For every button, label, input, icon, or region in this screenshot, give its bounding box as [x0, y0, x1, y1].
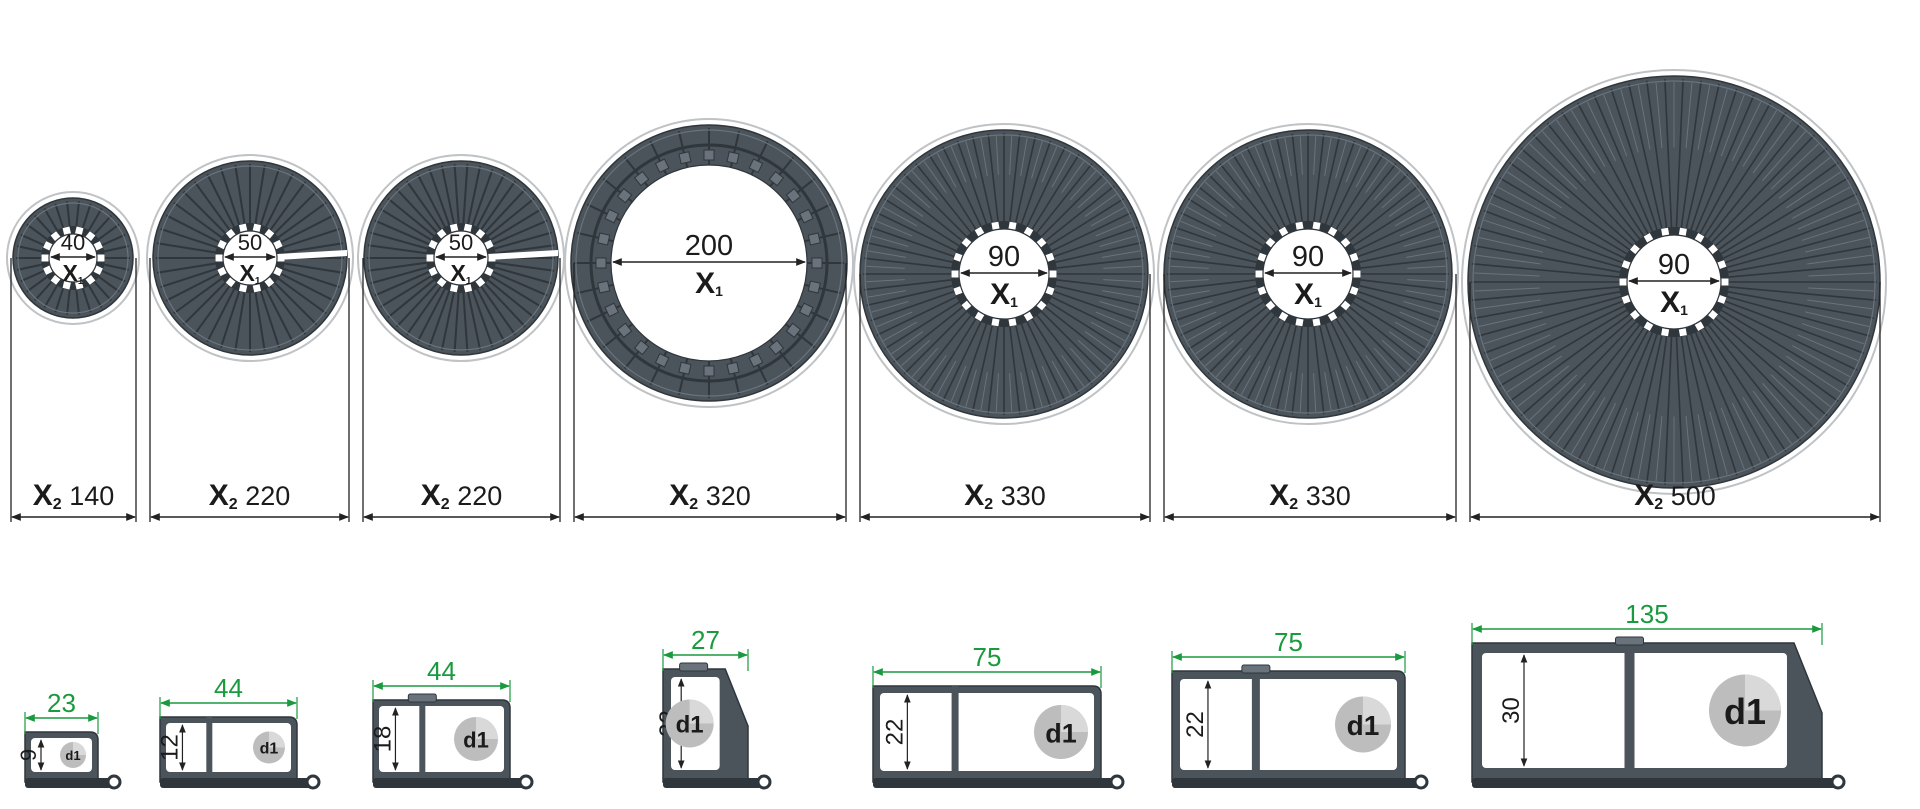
- inner-diameter-label: 200: [685, 230, 733, 262]
- height-label: 22: [881, 719, 908, 746]
- height-label: 30: [1498, 697, 1525, 724]
- height-label: 18: [369, 726, 396, 753]
- ring-segments: [367, 164, 555, 352]
- outer-dimension-label: X2 330: [1269, 479, 1351, 513]
- x1-symbol: X1: [240, 260, 261, 287]
- inner-diameter-label: 90: [1292, 241, 1324, 273]
- width-label: 75: [1274, 627, 1303, 657]
- width-label: 44: [427, 656, 456, 686]
- profile-divider: [419, 700, 426, 778]
- ring-slot: [488, 250, 558, 260]
- profile-rail: [663, 778, 766, 788]
- outer-dimension-label: X2 220: [209, 479, 291, 513]
- cable-diameter-badge-icon: d1: [60, 742, 86, 768]
- profile-divider: [951, 686, 959, 778]
- profile-pin: [1830, 774, 1846, 790]
- profile-divider: [1624, 643, 1635, 778]
- profile-opening: [1180, 679, 1397, 770]
- width-label: 44: [214, 673, 243, 703]
- width-label: 75: [973, 642, 1002, 672]
- ring-segments: [156, 164, 344, 352]
- width-label: 23: [47, 688, 76, 718]
- profile-rail: [1172, 778, 1423, 788]
- cable-diameter-badge-icon: d1: [665, 699, 714, 748]
- inner-diameter-label: 90: [988, 241, 1020, 273]
- x1-symbol: X1: [1660, 286, 1688, 319]
- badge-label: d1: [676, 712, 704, 739]
- profile-rail: [160, 778, 315, 788]
- profile-2: 12 d1 44: [156, 673, 321, 790]
- badge-label: d1: [65, 748, 80, 763]
- profile-pin: [1413, 774, 1429, 790]
- profile-rail: [873, 778, 1119, 788]
- height-label: 9: [16, 749, 41, 761]
- badge-label: d1: [1724, 691, 1766, 732]
- cable-diameter-badge-icon: d1: [253, 731, 285, 764]
- outer-dimension-label: X2 500: [1634, 479, 1716, 513]
- inner-diameter-label: 90: [1658, 249, 1690, 281]
- profile-pin: [106, 774, 122, 790]
- profile-3: 18 d1 44: [369, 656, 534, 790]
- profile-divider: [1251, 671, 1260, 778]
- cable-diameter-badge-icon: d1: [1708, 674, 1781, 747]
- ring-segments: [863, 133, 1145, 415]
- profile-rail: [1472, 778, 1840, 788]
- x1-symbol: X1: [695, 267, 723, 300]
- profile-7: 30 d1 135: [1471, 599, 1846, 790]
- profile-diagrams: 9d12312d14418d14422d12722d17522d17530d11…: [16, 599, 1846, 790]
- ring-segments: [1471, 79, 1877, 485]
- profile-6: 22 d1 75: [1171, 627, 1429, 790]
- outer-dimension-label: X2 140: [33, 479, 115, 513]
- ring-inner-opening: [610, 164, 808, 362]
- badge-label: d1: [1347, 710, 1380, 741]
- outer-dimension-label: X2 330: [964, 479, 1046, 513]
- profile-divider: [206, 717, 213, 778]
- height-label: 12: [156, 734, 183, 761]
- ring-slot: [277, 250, 347, 260]
- ring-segments: [1167, 133, 1449, 415]
- badge-label: d1: [463, 727, 489, 752]
- profile-rail: [25, 778, 116, 788]
- profile-4: 22d127: [655, 625, 772, 790]
- profile-1: 9 d1 23: [16, 688, 122, 790]
- cable-diameter-badge-icon: d1: [1335, 696, 1391, 753]
- inner-diameter-label: 50: [449, 230, 473, 255]
- profile-pin: [756, 774, 772, 790]
- inner-diameter-label: 50: [238, 230, 262, 255]
- profile-pin: [1109, 774, 1125, 790]
- x1-symbol: X1: [63, 260, 84, 287]
- height-label: 22: [1182, 711, 1209, 738]
- profile-rail: [373, 778, 528, 788]
- badge-label: d1: [260, 741, 279, 758]
- outer-dimension-label: X2 220: [421, 479, 503, 513]
- x1-symbol: X1: [451, 260, 472, 287]
- badge-label: d1: [1045, 718, 1077, 748]
- outer-dimension-label: X2 320: [669, 479, 751, 513]
- x1-symbol: X1: [1294, 278, 1322, 311]
- profile-pin: [305, 774, 321, 790]
- ring-segments: [16, 201, 130, 315]
- width-label: 135: [1625, 599, 1668, 629]
- cable-diameter-badge-icon: d1: [454, 717, 498, 761]
- width-label: 27: [691, 625, 720, 655]
- profile-5: 22 d1 75: [872, 642, 1125, 790]
- cable-diameter-badge-icon: d1: [1034, 705, 1088, 759]
- x1-symbol: X1: [990, 278, 1018, 311]
- profile-pin: [518, 774, 534, 790]
- inner-diameter-label: 40: [61, 230, 85, 255]
- profile-opening: [880, 693, 1094, 771]
